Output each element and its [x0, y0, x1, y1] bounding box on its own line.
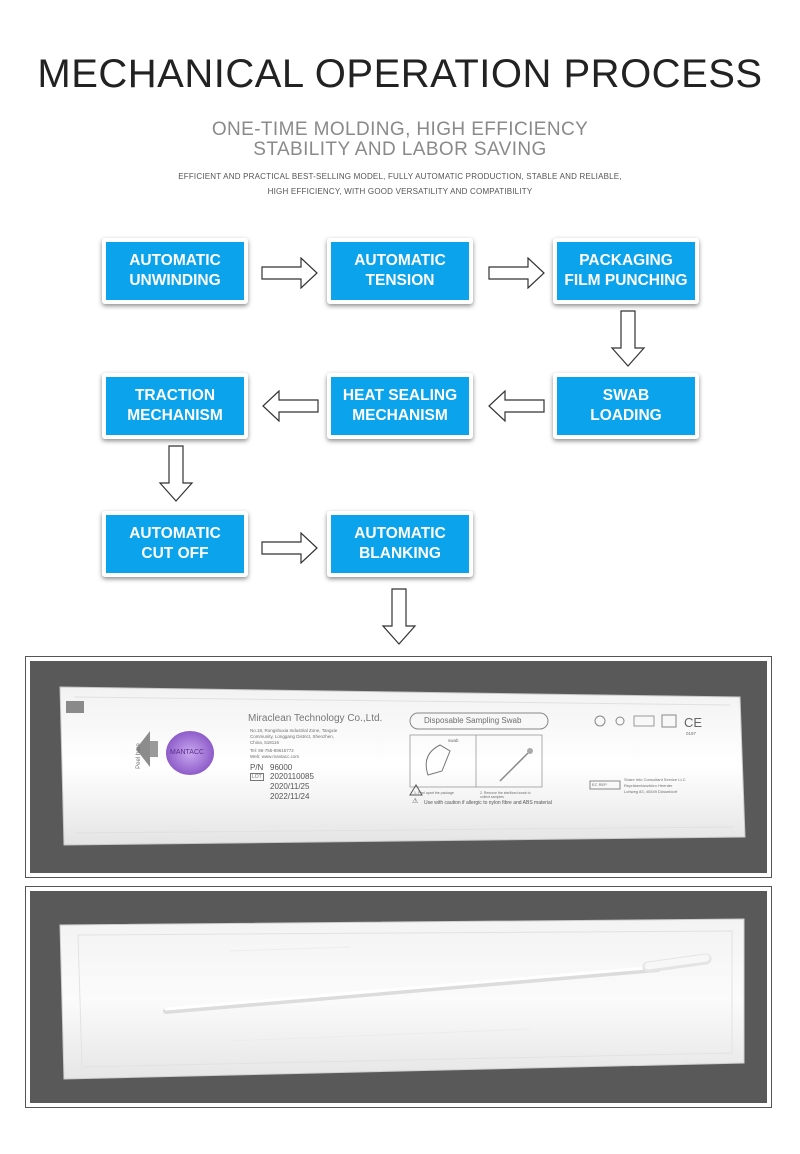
address-line-3: China, 518116: [250, 740, 279, 745]
step-2-caption: 2. Remove the sterilized swab to collect…: [480, 791, 531, 799]
company-name: Miraclean Technology Co.,Ltd.: [248, 713, 383, 724]
part-number-label: P/N: [250, 763, 264, 772]
ec-rep-line-3: Lohweg 83, 40549 Düsseldorf: [624, 789, 678, 794]
manufacture-date: 2020/11/25: [270, 782, 310, 791]
step-automatic-unwinding: AUTOMATIC UNWINDING: [102, 238, 248, 304]
lot-value: 2020110085: [270, 772, 314, 781]
phone-number: Tel: 86-755-89616772: [250, 748, 294, 753]
product-name: Disposable Sampling Swab: [424, 716, 522, 725]
package-front-photo: MANTACC Peel here Miraclean Technology C…: [25, 656, 772, 878]
ec-rep-line-1: Share Info Consultant Service LLC: [624, 777, 686, 782]
step-automatic-blanking: AUTOMATIC BLANKING: [327, 511, 473, 577]
caution-text: Use with caution if allergic to nylon fi…: [424, 800, 552, 806]
ec-rep-line-2: Repräsentanzbüro Heerder: [624, 783, 673, 788]
right-arrow-icon: [261, 532, 318, 564]
left-arrow-icon: [488, 390, 545, 422]
description-line-2: HIGH EFFICIENCY, WITH GOOD VERSATILITY A…: [267, 187, 533, 196]
subtitle-line-2: STABILITY AND LABOR SAVING: [253, 139, 547, 160]
website: Web: www.mantacc.com: [250, 754, 300, 759]
step-automatic-tension: AUTOMATIC TENSION: [327, 238, 473, 304]
step-packaging-film-punching: PACKAGING FILM PUNCHING: [553, 238, 699, 304]
down-arrow-icon: [158, 445, 194, 502]
step-heat-sealing-mechanism: HEAT SEALING MECHANISM: [327, 373, 473, 439]
swab-diagram-label: swab: [448, 738, 459, 743]
subtitle-line-1: ONE-TIME MOLDING, HIGH EFFICIENCY: [211, 119, 589, 140]
page-title: MECHANICAL OPERATION PROCESS: [37, 52, 763, 96]
right-arrow-icon: [261, 257, 318, 289]
left-arrow-icon: [262, 390, 319, 422]
ce-mark-icon: CE: [684, 715, 703, 730]
right-arrow-icon: [488, 257, 545, 289]
ce-number: 0197: [686, 731, 697, 736]
lot-label: LOT: [250, 773, 264, 781]
step-traction-mechanism: TRACTION MECHANISM: [102, 373, 248, 439]
address-line-1: No.18, Rongshuxia Industrial Zone, Tangx…: [250, 728, 338, 733]
package-back-photo: [25, 886, 772, 1108]
address-line-2: Community, Longgang District, Shenzhen,: [250, 734, 334, 739]
down-arrow-icon: [381, 588, 417, 645]
ec-rep-label: EC REP: [592, 782, 607, 787]
brand-name: MANTACC: [170, 749, 205, 756]
step-1-caption: 1. Peel apart the package: [414, 791, 454, 795]
description-line-1: EFFICIENT AND PRACTICAL BEST-SELLING MOD…: [178, 172, 622, 181]
warning-icon: ⚠: [412, 798, 419, 805]
step-swab-loading: SWAB LOADING: [553, 373, 699, 439]
brand-logo: [166, 731, 214, 775]
down-arrow-icon: [610, 310, 646, 367]
expiry-date: 2022/11/24: [270, 792, 310, 801]
peel-here-label: Peel here: [135, 743, 142, 769]
part-number-value: 96000: [270, 763, 293, 772]
step-automatic-cut-off: AUTOMATIC CUT OFF: [102, 511, 248, 577]
